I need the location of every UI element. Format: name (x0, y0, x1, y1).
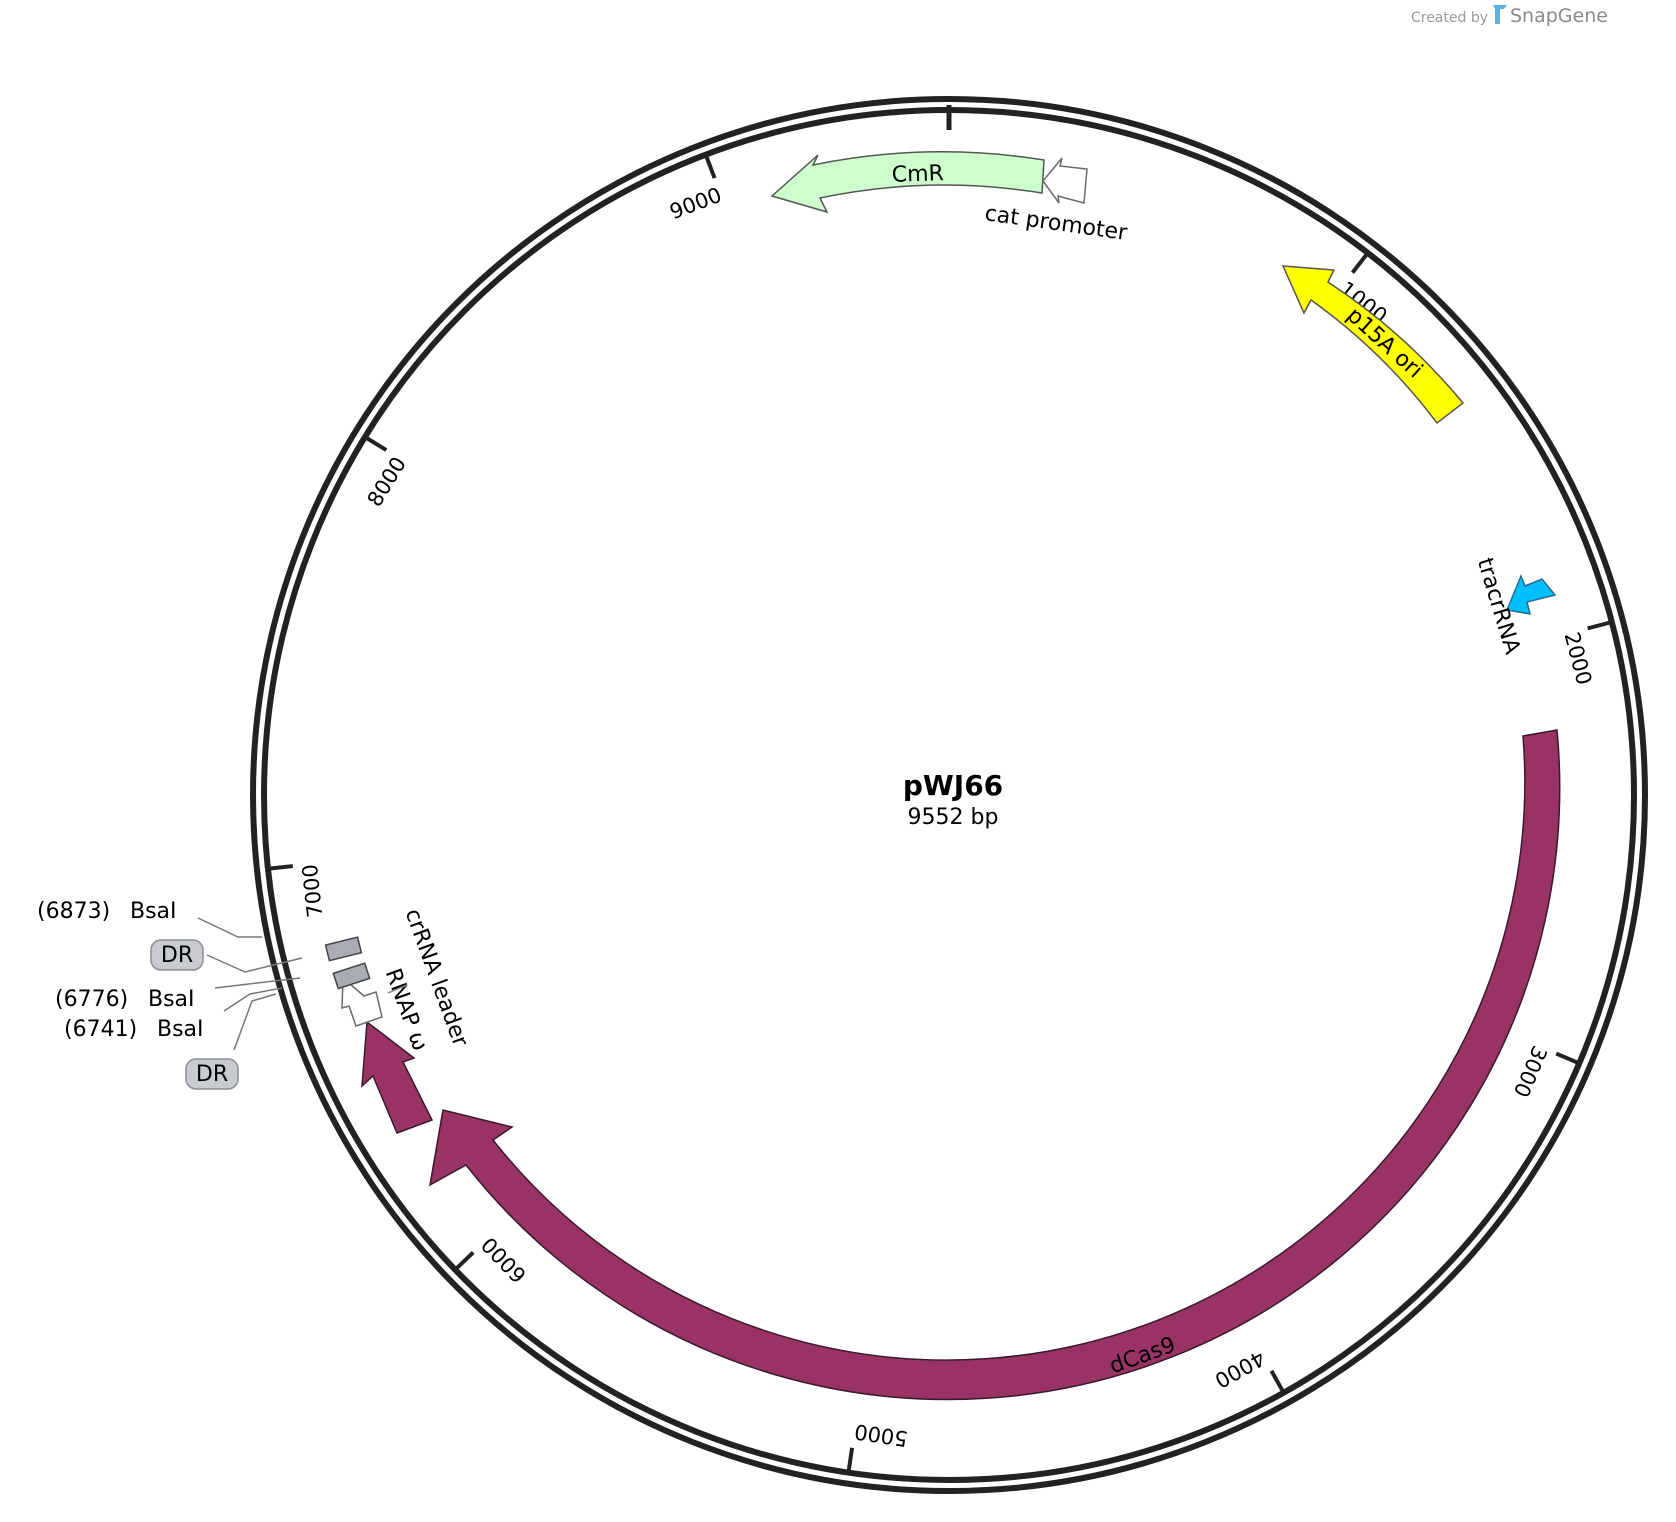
feature-p15a-ori[interactable]: p15A ori (1281, 265, 1465, 425)
site-position: (6741) (64, 1017, 137, 1042)
backbone (250, 96, 1648, 1494)
dr-callout-2[interactable]: DR (185, 1058, 239, 1090)
site-enzyme: BsaI (157, 1017, 204, 1042)
tick-mark (453, 1250, 475, 1272)
tick-label: 6000 (477, 1232, 531, 1287)
tick-label: 3000 (1509, 1042, 1552, 1101)
tick-label: 9000 (666, 183, 724, 224)
tick-mark (1350, 251, 1370, 274)
plasmid-name: pWJ66 (903, 769, 1003, 802)
dr-box (324, 936, 363, 962)
plasmid-length: 9552 bp (908, 805, 999, 830)
cmr-arrow (770, 151, 1045, 214)
cat-promoter-label: cat promoter (983, 201, 1129, 246)
bsai-site-6776[interactable]: (6776) BsaI (55, 987, 195, 1012)
rnap-omega-arrow (361, 1020, 434, 1134)
tracrrna-arrow (1505, 574, 1557, 615)
feature-rnap-omega[interactable]: RNAP ω (361, 965, 434, 1134)
dr-callout-label: DR (196, 1062, 228, 1087)
p15a-ori-arrow (1281, 265, 1465, 425)
dr-box (332, 962, 371, 990)
site-callouts: (6873) BsaI DR (6776) BsaI (6741) BsaI D… (37, 899, 303, 1090)
snapgene-credit: Created by SnapGene (1411, 5, 1608, 27)
tick-mark (846, 1447, 855, 1473)
feature-tracrrna[interactable]: tracrRNA (1472, 555, 1557, 657)
feature-cmr[interactable]: CmR (770, 151, 1045, 214)
snapgene-logo-icon (1493, 5, 1507, 24)
cat-promoter-arrow (1042, 157, 1088, 204)
tick-mark (1269, 1369, 1286, 1394)
tick-label: 4000 (1211, 1346, 1269, 1393)
tick-label: 5000 (853, 1419, 909, 1451)
tick-mark (1555, 1051, 1581, 1066)
crrna-leader-arrow (341, 976, 383, 1027)
site-position: (6873) (37, 899, 110, 924)
tick-mark (1587, 620, 1613, 631)
cmr-label: CmR (891, 161, 944, 188)
feature-dcas9[interactable]: dCas9 (428, 729, 1593, 1438)
site-enzyme: BsaI (130, 899, 177, 924)
site-position: (6776) (55, 987, 128, 1012)
created-by-text: Created by (1411, 10, 1488, 26)
snapgene-brand-text: SnapGene (1510, 5, 1608, 27)
site-enzyme: BsaI (148, 987, 195, 1012)
bsai-site-6873[interactable]: (6873) BsaI (37, 899, 177, 924)
tick-label: 7000 (298, 863, 328, 919)
dr-callout-label: DR (161, 943, 193, 968)
plasmid-title: pWJ66 9552 bp (903, 769, 1003, 830)
tick-label: 2000 (1560, 630, 1597, 688)
tick-label: 8000 (363, 453, 411, 511)
dr-callout-1[interactable]: DR (150, 939, 204, 971)
tick-mark (267, 864, 294, 871)
tick-mark (703, 153, 717, 179)
feature-dr[interactable] (324, 936, 371, 990)
dcas9-arrow (428, 729, 1561, 1401)
tick-mark (363, 435, 388, 452)
bsai-site-6741[interactable]: (6741) BsaI (64, 1017, 204, 1042)
